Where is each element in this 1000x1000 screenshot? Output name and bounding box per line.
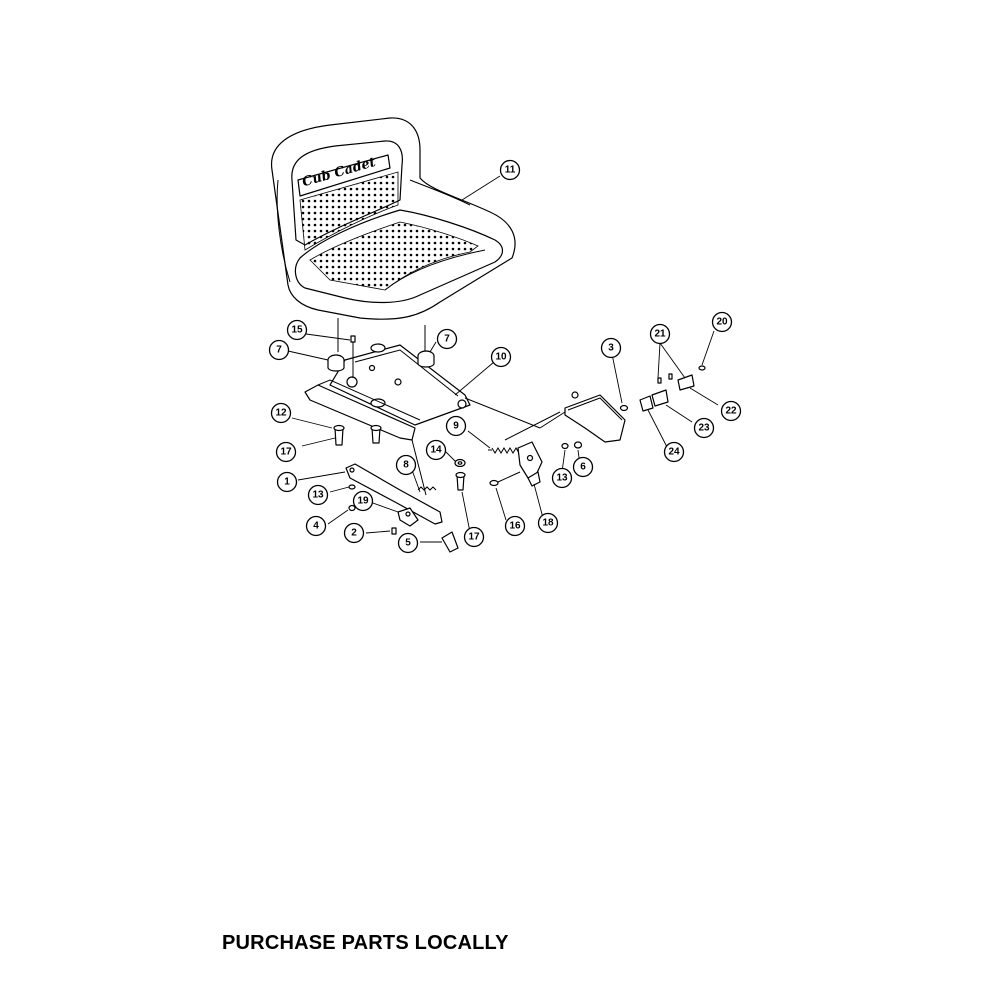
nut-3 <box>619 404 629 412</box>
callout-3: 3 <box>600 337 622 359</box>
callout-17-lower: 17 <box>463 526 485 548</box>
callout-13-left: 13 <box>307 484 329 506</box>
pan-to-bracket-lines <box>464 397 566 441</box>
svg-text:5: 5 <box>405 538 411 549</box>
callout-7-left: 7 <box>268 339 290 361</box>
rubber-grommet-right <box>417 350 435 368</box>
adjustment-lever <box>345 463 443 525</box>
callout-2: 2 <box>343 522 365 544</box>
svg-text:1: 1 <box>284 477 290 488</box>
bolt-15 <box>350 335 356 378</box>
callout-14: 14 <box>425 439 447 461</box>
callout-7-right: 7 <box>436 328 458 350</box>
seat-assembly <box>270 117 516 320</box>
callout-22: 22 <box>720 400 742 422</box>
washer-14 <box>454 458 466 468</box>
svg-text:15: 15 <box>291 325 303 336</box>
callout-13-right: 13 <box>551 467 573 489</box>
svg-text:12: 12 <box>275 408 287 419</box>
svg-text:7: 7 <box>276 345 282 356</box>
callout-19: 19 <box>352 490 374 512</box>
callout-12: 12 <box>270 402 292 424</box>
spacer-17-left <box>333 424 345 446</box>
callout-8: 8 <box>395 454 417 476</box>
switch-bracket <box>564 391 626 443</box>
callout-16: 16 <box>504 515 526 537</box>
rubber-grommet-left <box>327 354 345 372</box>
screws-21 <box>657 373 673 384</box>
svg-text:9: 9 <box>453 421 459 432</box>
svg-text:23: 23 <box>698 423 710 434</box>
callout-15: 15 <box>286 319 308 341</box>
callout-24: 24 <box>663 441 685 463</box>
washer-13-right <box>561 442 569 450</box>
svg-text:3: 3 <box>608 343 614 354</box>
svg-text:21: 21 <box>654 329 666 340</box>
callout-21: 21 <box>649 323 671 345</box>
latch-19 <box>397 507 419 527</box>
lever-spring-8 <box>411 439 437 496</box>
svg-text:13: 13 <box>312 490 324 501</box>
callout-6: 6 <box>572 456 594 478</box>
screw-2 <box>391 527 397 535</box>
svg-text:18: 18 <box>542 518 554 529</box>
svg-text:8: 8 <box>403 460 409 471</box>
callout-9: 9 <box>445 415 467 437</box>
svg-text:20: 20 <box>716 317 728 328</box>
svg-text:6: 6 <box>580 462 586 473</box>
svg-text:4: 4 <box>313 521 319 532</box>
svg-text:24: 24 <box>668 447 680 458</box>
callout-4: 4 <box>305 515 327 537</box>
purchase-parts-notice: PURCHASE PARTS LOCALLY <box>222 932 509 954</box>
callout-11: 11 <box>499 159 521 181</box>
leader-lines <box>287 175 719 543</box>
switch-clip-24 <box>639 395 654 412</box>
spacer-17-right <box>455 471 466 491</box>
svg-text:7: 7 <box>444 334 450 345</box>
callout-5: 5 <box>397 532 419 554</box>
seat-mount-lines <box>337 318 426 352</box>
rubber-grommet-rear <box>370 343 386 408</box>
svg-text:14: 14 <box>430 445 442 456</box>
svg-text:19: 19 <box>357 496 369 507</box>
nut-6 <box>573 441 583 449</box>
callout-10: 10 <box>490 346 512 368</box>
handle-grip-5 <box>441 531 459 553</box>
svg-text:2: 2 <box>351 528 357 539</box>
nut-20 <box>698 365 706 371</box>
svg-text:11: 11 <box>505 165 516 176</box>
callout-20: 20 <box>711 311 733 333</box>
pivot-bracket-18 <box>517 441 543 487</box>
svg-text:22: 22 <box>725 406 737 417</box>
seat-pan <box>329 344 471 426</box>
nut-4 <box>348 504 356 512</box>
bolt-16 <box>489 471 521 487</box>
switch-plunger-22 <box>677 374 695 391</box>
svg-text:13: 13 <box>556 473 568 484</box>
nut-13-left <box>348 484 356 490</box>
svg-text:17: 17 <box>280 447 292 458</box>
svg-text:10: 10 <box>495 352 507 363</box>
svg-text:16: 16 <box>509 521 521 532</box>
svg-text:17: 17 <box>468 532 480 543</box>
spacer-17-center <box>370 424 382 444</box>
switch-body-23 <box>651 389 669 407</box>
callout-23: 23 <box>693 417 715 439</box>
callout-18: 18 <box>537 512 559 534</box>
callout-17-upper: 17 <box>275 441 297 463</box>
callout-1: 1 <box>276 471 298 493</box>
